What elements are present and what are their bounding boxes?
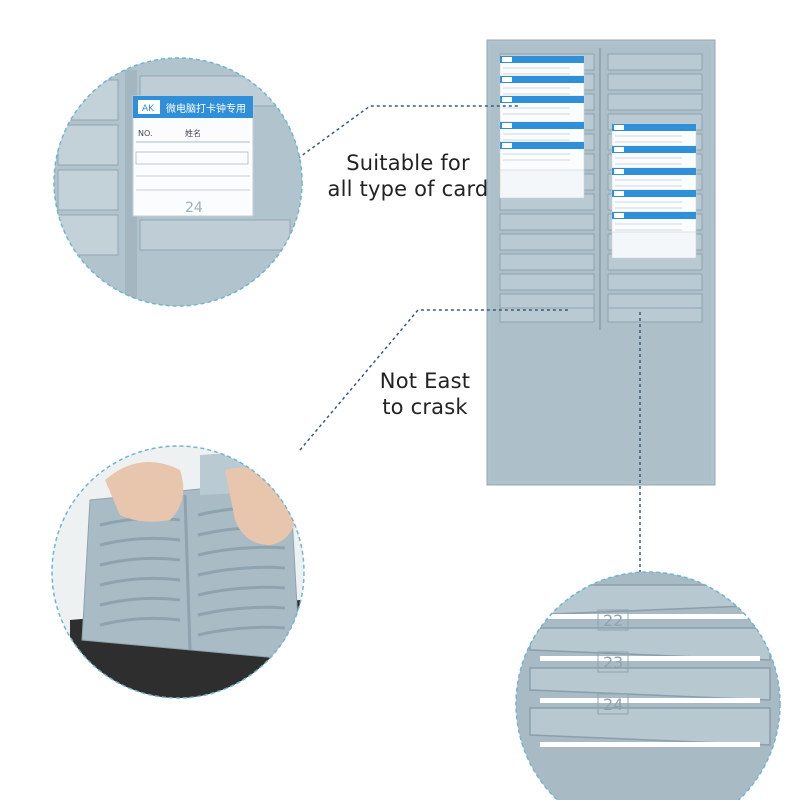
card-header: 微电脑打卡钟专用 bbox=[166, 102, 246, 115]
slot-number-23: 23 bbox=[603, 653, 623, 672]
caption-durability: Not East to crask bbox=[360, 368, 490, 420]
card-name-label: 姓名 bbox=[185, 128, 201, 138]
card-logo: AK bbox=[142, 104, 155, 114]
zoom-circle-slots: 22 23 24 bbox=[515, 571, 781, 800]
slot-number-top-zoom: 24 bbox=[185, 200, 203, 216]
caption-line: Not East bbox=[379, 369, 471, 393]
zoom-circle-flexible bbox=[51, 445, 305, 699]
caption-line: all type of card bbox=[327, 177, 489, 201]
zoom-circle-cards: AK 微电脑打卡钟专用 NO. 姓名 24 bbox=[53, 57, 303, 307]
caption-card-compatibility: Suitable for all type of card bbox=[318, 150, 498, 202]
callout-lines bbox=[292, 105, 641, 572]
caption-line: Suitable for bbox=[346, 151, 470, 175]
card-no-label: NO. bbox=[138, 129, 153, 138]
slot-number-22: 22 bbox=[603, 611, 623, 630]
time-card-rack bbox=[486, 39, 716, 486]
caption-line: to crask bbox=[382, 395, 468, 419]
slot-number-24: 24 bbox=[603, 695, 623, 714]
